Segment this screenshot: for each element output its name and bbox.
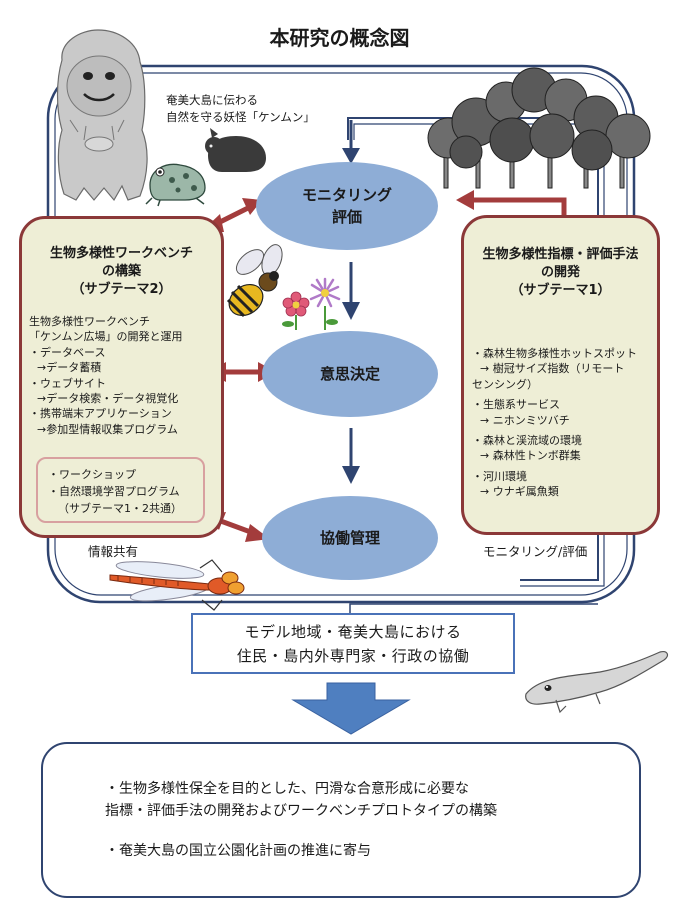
yokai-caption-line: 奄美大島に伝わる	[166, 93, 258, 107]
panel-list-item: →参加型情報収集プログラム	[37, 422, 178, 436]
outcome-line: 指標・評価手法の開発およびワークベンチプロトタイプの構築	[105, 803, 497, 819]
outcome-line: ・生物多様性保全を目的とした、円滑な合意形成に必要な	[105, 781, 469, 797]
left-panel-subtheme2: 生物多様性ワークベンチ の構築 （サブテーマ2） 生物多様性ワークベンチ「ケンム…	[19, 216, 224, 538]
monitoring-label: モニタリング	[301, 186, 392, 204]
panel-list-item: 生物多様性ワークベンチ	[29, 315, 150, 328]
workshop-box: ・ワークショップ ・自然環境学習プログラム （サブテーマ1・2共通）	[36, 457, 205, 523]
right-panel-list: ・森林生物多様性ホットスポット → 樹冠サイズ指数（リモートセンシング） ・生態系サ…	[472, 346, 637, 500]
kenmun-yokai-icon	[56, 29, 148, 202]
flow-arrow-2	[342, 262, 360, 320]
panel-list-item: ・河川環境	[472, 469, 527, 483]
monitoring-label: 評価	[331, 208, 362, 226]
workshop-line: （サブテーマ1・2共通）	[58, 502, 182, 515]
panel-list-item: → ウナギ属魚類	[480, 485, 559, 499]
left-title-line: 生物多様性ワークベンチ	[49, 246, 193, 261]
panel-list-item: → 森林性トンボ群集	[480, 449, 581, 463]
dragonfly-icon	[109, 559, 245, 611]
panel-list-item: ・生態系サービス	[472, 398, 560, 412]
panel-list-item: 「ケンムン広場」の開発と運用	[29, 330, 183, 344]
right-panel-title: 生物多様性指標・評価手法 の開発 （サブテーマ1）	[464, 246, 657, 300]
decision-label: 意思決定	[319, 365, 380, 383]
rabbit-icon	[205, 128, 266, 172]
panel-list-item: ・森林と渓流域の環境	[472, 434, 582, 448]
label-info-sharing: 情報共有	[88, 544, 139, 559]
collaboration-label: 協働管理	[319, 529, 380, 547]
workshop-list: ・ワークショップ ・自然環境学習プログラム （サブテーマ1・2共通）	[48, 466, 182, 517]
panel-list-item: ・データベース	[29, 345, 106, 359]
panel-list-item: ・携帯端末アプリケーション	[29, 407, 172, 421]
yokai-caption: 奄美大島に伝わる 自然を守る妖怪「ケンムン」	[166, 92, 315, 126]
right-title-line: （サブテーマ1）	[510, 283, 611, 298]
workshop-line: ・自然環境学習プログラム	[48, 485, 180, 498]
left-title-line: の構築	[101, 264, 141, 279]
right-title-line: の開発	[540, 265, 580, 280]
yokai-caption-line: 自然を守る妖怪「ケンムン」	[166, 110, 315, 124]
label-monitoring-evaluation: モニタリング/評価	[483, 544, 588, 559]
workshop-line: ・ワークショップ	[48, 468, 136, 481]
panel-list-item: →データ検索・データ視覚化	[37, 392, 179, 406]
forest-icon	[427, 67, 651, 189]
panel-list-item: ・ウェブサイト	[29, 376, 106, 390]
flow-arrow-3	[342, 428, 360, 484]
eel-icon	[525, 651, 669, 714]
outcomes-box: ・生物多様性保全を目的とした、円滑な合意形成に必要な 指標・評価手法の開発および…	[41, 742, 641, 898]
model-box-line: モデル地域・奄美大島における	[244, 623, 462, 641]
outcome-item: ・奄美大島の国立公園化計画の推進に寄与	[105, 840, 371, 862]
result-arrow	[291, 682, 411, 735]
collaboration-ellipse: 協働管理	[262, 496, 438, 580]
panel-list-item: →データ蓄積	[37, 361, 102, 375]
panel-list-item: ・森林生物多様性ホットスポット	[472, 347, 637, 360]
flow-arrow-1	[342, 120, 360, 164]
panel-list-item: センシング）	[472, 377, 538, 391]
frog-icon	[145, 163, 206, 207]
flower-icon	[282, 277, 341, 330]
outcome-item: ・生物多様性保全を目的とした、円滑な合意形成に必要な 指標・評価手法の開発および…	[105, 778, 497, 822]
bee-icon	[226, 244, 283, 318]
page-title: 本研究の概念図	[269, 26, 410, 50]
panel-list-item: → ニホンミツバチ	[480, 413, 570, 427]
model-box-line: 住民・島内外専門家・行政の協働	[236, 647, 470, 665]
left-panel-title: 生物多様性ワークベンチ の構築 （サブテーマ2）	[22, 245, 221, 299]
outcome-line: ・奄美大島の国立公園化計画の推進に寄与	[105, 843, 371, 859]
decision-ellipse: 意思決定	[262, 331, 438, 417]
right-title-line: 生物多様性指標・評価手法	[482, 247, 639, 262]
left-title-line: （サブテーマ2）	[71, 282, 172, 297]
link-arrow-right-monitoring	[456, 190, 567, 216]
model-region-box: モデル地域・奄美大島における 住民・島内外専門家・行政の協働	[191, 613, 515, 674]
right-panel-subtheme1: 生物多様性指標・評価手法 の開発 （サブテーマ1） ・森林生物多様性ホットスポッ…	[461, 215, 660, 535]
panel-list-item: → 樹冠サイズ指数（リモート	[480, 362, 625, 376]
left-panel-list: 生物多様性ワークベンチ「ケンムン広場」の開発と運用・データベース →データ蓄積・ウ…	[29, 314, 182, 437]
monitoring-ellipse: モニタリング 評価	[256, 162, 438, 250]
